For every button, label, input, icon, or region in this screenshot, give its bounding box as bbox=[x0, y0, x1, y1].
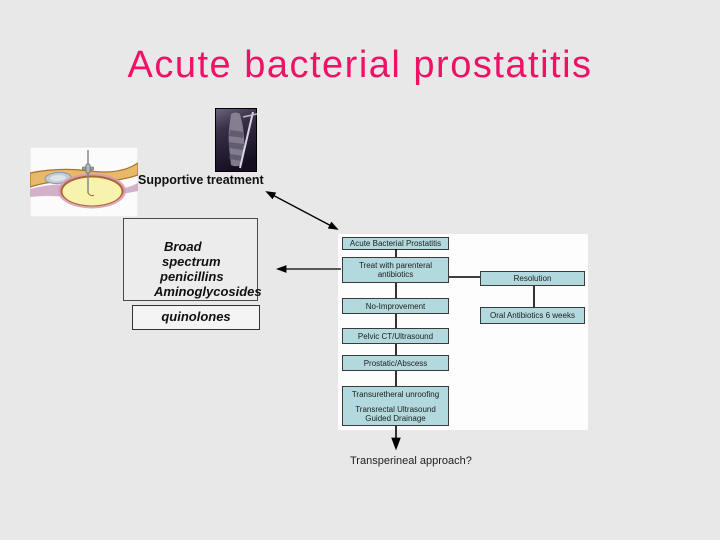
supportive-treatment-label: Supportive treatment bbox=[138, 173, 264, 187]
unroofing-line1: Transuretheral unroofing bbox=[351, 389, 440, 399]
flowchart-node-start: Acute Bacterial Prostatitis bbox=[342, 237, 449, 250]
unroofing-line2: Transrectal Ultrasound Guided Drainage bbox=[355, 404, 436, 423]
flowchart-node-prostatic-abscess: Prostatic/Abscess bbox=[342, 355, 449, 371]
medications-box: Broad spectrum penicillins Aminoglycosid… bbox=[123, 218, 262, 301]
transperineal-label: Transperineal approach? bbox=[350, 455, 472, 467]
radiograph-image bbox=[214, 107, 258, 173]
arrow-supportive-flowchart bbox=[265, 191, 339, 230]
medications-line: Aminoglycosides bbox=[154, 284, 262, 299]
medications-line: Broad bbox=[164, 239, 202, 254]
flowchart-node-pelvic-ct: Pelvic CT/Ultrasound bbox=[342, 328, 449, 344]
flowchart-node-resolution: Resolution bbox=[480, 271, 585, 286]
medications-line: spectrum bbox=[162, 254, 221, 269]
needle-aspiration-image bbox=[29, 146, 139, 218]
medications-line: penicillins bbox=[160, 269, 224, 284]
flowchart-node-unroofing: Transuretheral unroofing Transrectal Ult… bbox=[342, 386, 449, 426]
flowchart-node-no-improvement: No-Improvement bbox=[342, 298, 449, 314]
page-title: Acute bacterial prostatitis bbox=[127, 44, 593, 86]
xray-image bbox=[214, 107, 258, 173]
flowchart-node-oral-antibiotics: Oral Antibiotics 6 weeks bbox=[480, 307, 585, 324]
anatomy-illustration bbox=[29, 146, 139, 218]
flowchart-node-treat: Treat with parenteral antibiotics bbox=[342, 257, 449, 283]
quinolones-box: quinolones bbox=[132, 305, 260, 330]
